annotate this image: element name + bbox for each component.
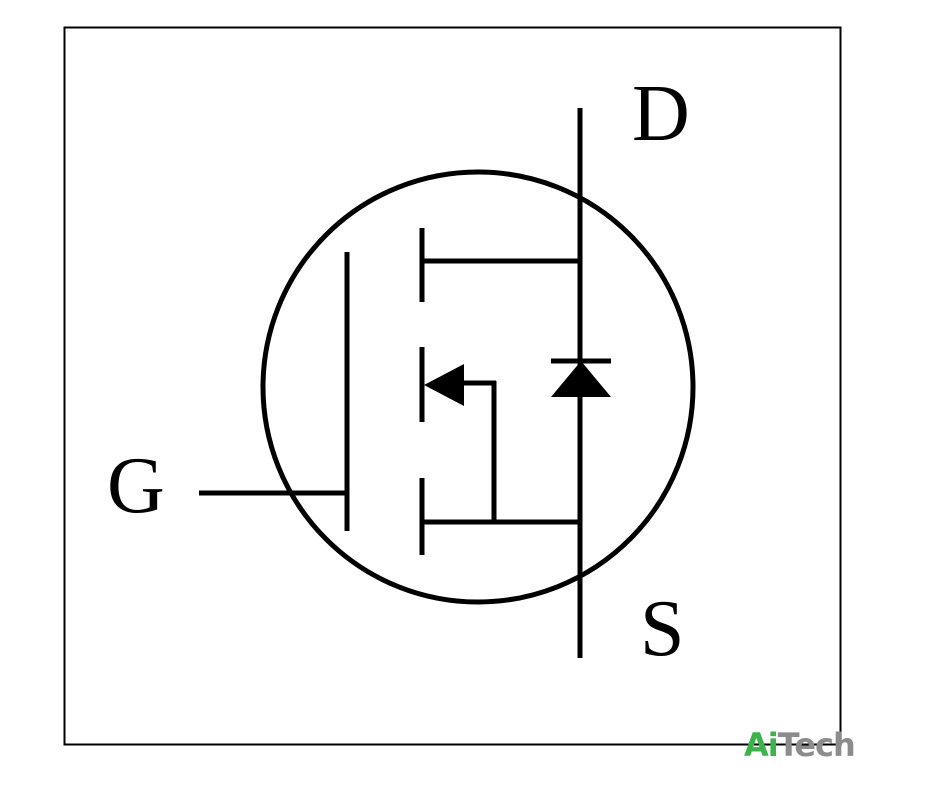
source-label: S <box>640 585 685 673</box>
frame-border <box>63 26 842 746</box>
aitech-watermark-logo: AiTech <box>744 726 856 764</box>
watermark-ai-text: Ai <box>744 726 779 764</box>
gate-label: G <box>107 442 165 530</box>
watermark-tech-text: Tech <box>777 726 856 764</box>
drain-label: D <box>632 70 690 158</box>
body-diode-triangle <box>551 361 611 397</box>
body-arrow-head <box>424 364 464 406</box>
device-circle <box>260 169 696 605</box>
